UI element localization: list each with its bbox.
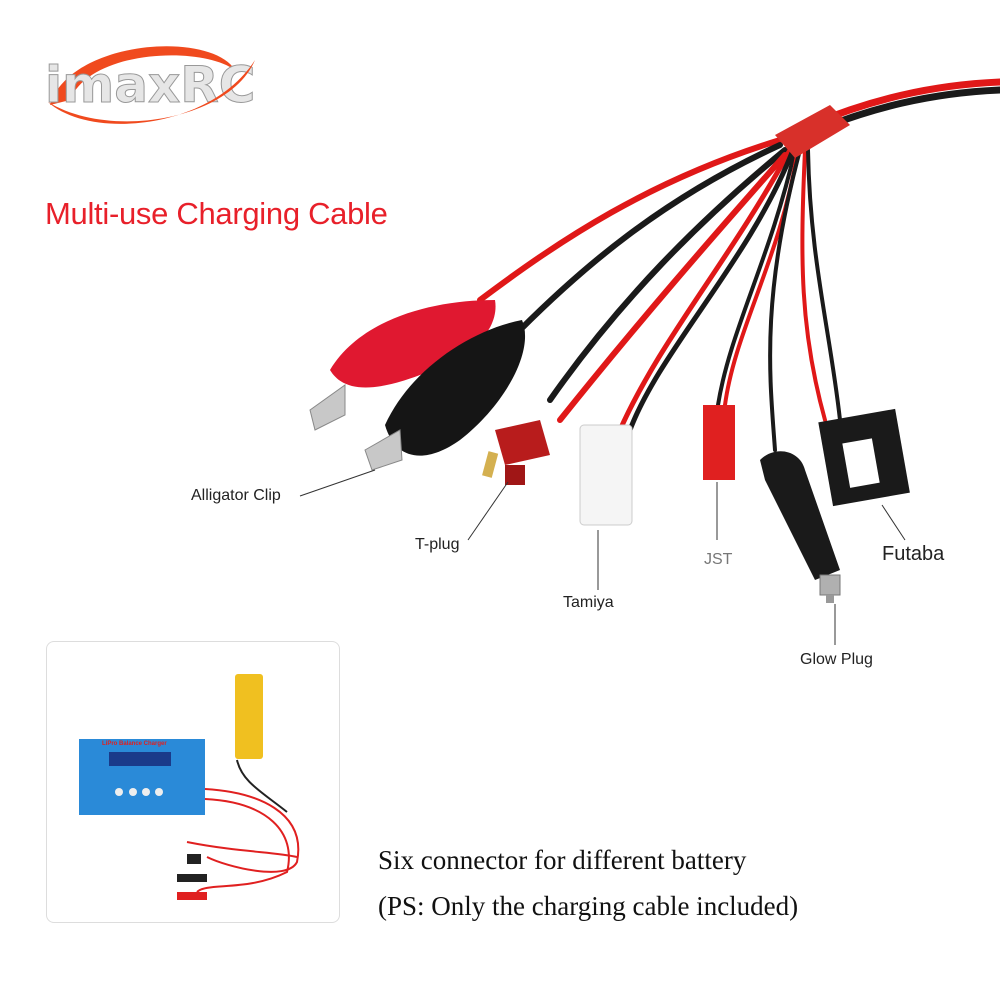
charger-inset-photo: LiPro Balance Charger: [46, 641, 340, 923]
caption-line-2: (PS: Only the charging cable included): [378, 891, 799, 921]
label-jst: JST: [704, 551, 733, 568]
label-tamiya: Tamiya: [563, 594, 614, 611]
page-title: Multi-use Charging Cable: [45, 196, 388, 231]
label-glow-plug: Glow Plug: [800, 651, 873, 668]
cable-illustration: [299, 78, 1000, 645]
label-t-plug: T-plug: [415, 536, 460, 553]
imaxrc-logo: imaxRC: [45, 46, 256, 124]
caption-line-1: Six connector for different battery: [378, 845, 747, 875]
label-futaba: Futaba: [882, 543, 945, 565]
charger-label: LiPro Balance Charger: [102, 741, 167, 747]
label-alligator-clip: Alligator Clip: [191, 487, 281, 504]
svg-text:imaxRC: imaxRC: [45, 56, 255, 114]
